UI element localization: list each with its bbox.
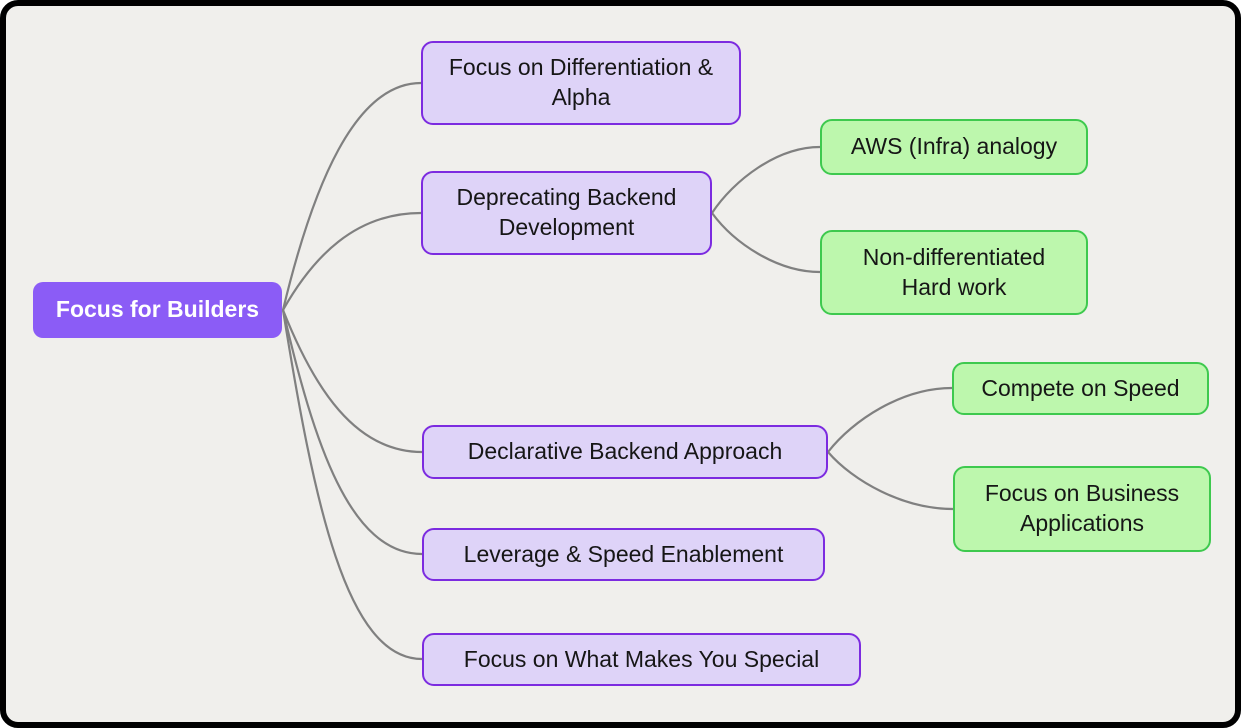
node-focus-on-differentiation-alpha[interactable]: Focus on Differentiation & Alpha xyxy=(421,41,741,125)
node-focus-on-what-makes-you-special[interactable]: Focus on What Makes You Special xyxy=(422,633,861,686)
node-aws-infra-analogy[interactable]: AWS (Infra) analogy xyxy=(820,119,1088,175)
node-focus-for-builders[interactable]: Focus for Builders xyxy=(33,282,282,338)
node-deprecating-backend-development[interactable]: Deprecating Backend Development xyxy=(421,171,712,255)
node-leverage-speed-enablement[interactable]: Leverage & Speed Enablement xyxy=(422,528,825,581)
node-non-differentiated-hard-work[interactable]: Non-differentiated Hard work xyxy=(820,230,1088,315)
node-focus-on-business-applications[interactable]: Focus on Business Applications xyxy=(953,466,1211,552)
node-declarative-backend-approach[interactable]: Declarative Backend Approach xyxy=(422,425,828,479)
node-compete-on-speed[interactable]: Compete on Speed xyxy=(952,362,1209,415)
